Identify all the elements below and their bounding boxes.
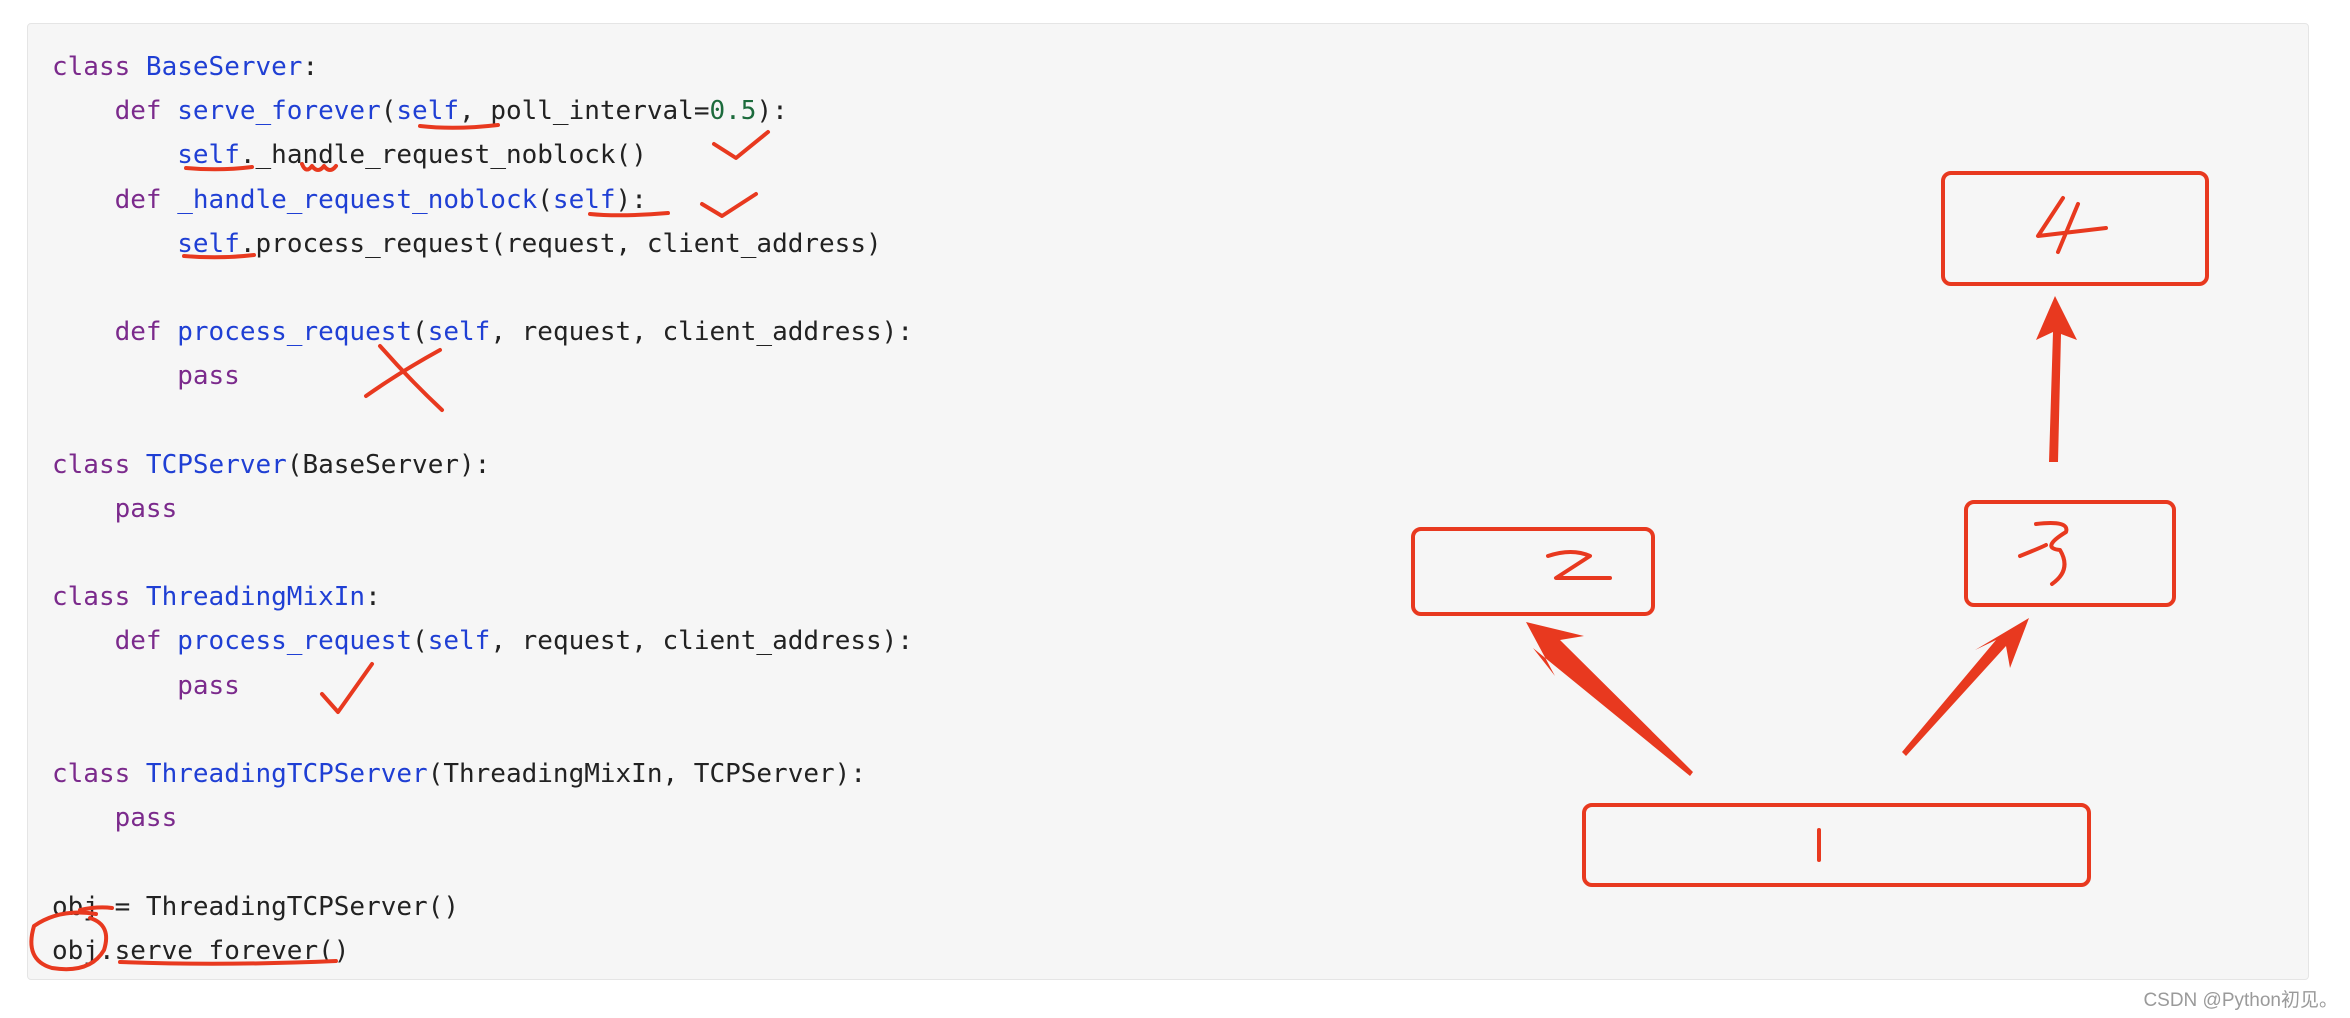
check-mark-3 bbox=[320, 662, 374, 714]
code-line: class ThreadingMixIn: bbox=[52, 575, 913, 619]
digit-4-mark bbox=[2036, 196, 2108, 254]
code-line: self._handle_request_noblock() bbox=[52, 133, 913, 177]
code-token: ( bbox=[412, 317, 428, 348]
code-token: self bbox=[427, 317, 491, 348]
code-line: class ThreadingTCPServer(ThreadingMixIn,… bbox=[52, 752, 913, 796]
code-token: self bbox=[177, 140, 240, 171]
code-token: self bbox=[177, 228, 240, 259]
code-line: def process_request(self, request, clien… bbox=[52, 619, 913, 663]
code-token: ( bbox=[380, 96, 397, 127]
code-token: class bbox=[52, 449, 146, 480]
code-token: def bbox=[52, 317, 178, 348]
underline-self-line2 bbox=[418, 123, 500, 130]
underline-obj bbox=[78, 905, 114, 912]
code-token: : bbox=[302, 52, 319, 82]
code-token: , request, client_address): bbox=[490, 626, 913, 657]
code-line: class BaseServer: bbox=[52, 45, 913, 89]
code-token: class bbox=[52, 759, 146, 789]
arrow-1-to-3 bbox=[1902, 618, 2029, 756]
underline-serve-forever bbox=[118, 959, 338, 966]
code-token: class bbox=[52, 582, 146, 613]
diagram-box-3 bbox=[1964, 500, 2176, 607]
code-token: : bbox=[365, 582, 381, 613]
code-token: ): bbox=[615, 184, 647, 215]
code-line: def process_request(self, request, clien… bbox=[52, 310, 913, 354]
watermark: CSDN @Python初见。 bbox=[2143, 990, 2338, 1011]
code-token: TCPServer bbox=[145, 449, 287, 480]
code-token: self bbox=[427, 626, 491, 657]
code-line bbox=[52, 399, 913, 443]
code-token: pass bbox=[52, 803, 178, 834]
code-token: ThreadingMixIn bbox=[145, 582, 366, 613]
code-token bbox=[52, 140, 177, 170]
code-token: self bbox=[396, 96, 460, 127]
code-token: , request, client_address): bbox=[490, 317, 913, 348]
code-token: ThreadingTCPServer bbox=[145, 759, 428, 789]
underline-self-line4 bbox=[588, 211, 670, 218]
code-line: obj.serve_forever() bbox=[52, 929, 913, 973]
code-token: def bbox=[52, 96, 178, 127]
code-token: pass bbox=[52, 670, 240, 701]
code-token: ): bbox=[756, 96, 788, 127]
code-line bbox=[52, 266, 913, 310]
code-line: obj = ThreadingTCPServer() bbox=[52, 885, 913, 929]
code-line: def _handle_request_noblock(self): bbox=[52, 178, 913, 222]
code-block bbox=[27, 23, 2309, 980]
diagram-box-1 bbox=[1582, 803, 2091, 887]
code-token: , poll_interval= bbox=[459, 96, 710, 127]
code-line: pass bbox=[52, 796, 913, 840]
code-token: (BaseServer): bbox=[286, 449, 491, 480]
digit-2-mark bbox=[1546, 550, 1612, 580]
code-token: BaseServer bbox=[145, 52, 303, 82]
code-token: ( bbox=[537, 184, 553, 215]
circle-obj bbox=[29, 910, 109, 972]
code-token: ._handle_request_noblock() bbox=[239, 140, 647, 171]
code-token: def bbox=[52, 184, 178, 215]
code-line: self.process_request(request, client_add… bbox=[52, 222, 913, 266]
underline-self-line5 bbox=[182, 253, 256, 260]
code-token: self bbox=[552, 184, 616, 215]
code-token: process_request bbox=[177, 626, 413, 657]
code-token: serve_forever bbox=[177, 96, 381, 127]
code-token: _handle_request_noblock bbox=[177, 184, 538, 215]
code-line bbox=[52, 531, 913, 575]
code-token: obj = ThreadingTCPServer() bbox=[52, 891, 459, 922]
underline-self-line3 bbox=[184, 165, 254, 172]
code-token: .process_request(request, client_address… bbox=[239, 228, 882, 259]
digit-3-mark bbox=[2018, 521, 2069, 586]
code-line bbox=[52, 708, 913, 752]
diagram-box-4 bbox=[1941, 171, 2209, 286]
code-line: def serve_forever(self, poll_interval=0.… bbox=[52, 89, 913, 133]
diagram-box-2 bbox=[1411, 527, 1655, 616]
check-mark-1 bbox=[712, 130, 770, 160]
code-token bbox=[52, 229, 177, 259]
squiggle-underscore bbox=[300, 162, 338, 172]
code-token: (ThreadingMixIn, TCPServer): bbox=[427, 759, 866, 789]
arrow-3-to-4 bbox=[2036, 296, 2077, 462]
code-token: pass bbox=[52, 493, 178, 524]
arrow-1-to-2 bbox=[1526, 622, 1693, 776]
code-line: class TCPServer(BaseServer): bbox=[52, 443, 913, 487]
code-token: class bbox=[52, 52, 146, 82]
code-line: pass bbox=[52, 354, 913, 398]
code-listing: class BaseServer: def serve_forever(self… bbox=[52, 45, 913, 973]
code-token: serve_forever bbox=[114, 935, 319, 966]
check-mark-2 bbox=[700, 192, 758, 218]
code-token: ( bbox=[412, 626, 428, 657]
cross-mark bbox=[364, 344, 444, 412]
code-line: pass bbox=[52, 664, 913, 708]
code-token: process_request bbox=[177, 317, 413, 348]
code-token: 0.5 bbox=[709, 96, 757, 127]
code-line: pass bbox=[52, 487, 913, 531]
code-token: def bbox=[52, 626, 178, 657]
code-token: pass bbox=[52, 361, 240, 392]
code-line bbox=[52, 840, 913, 884]
